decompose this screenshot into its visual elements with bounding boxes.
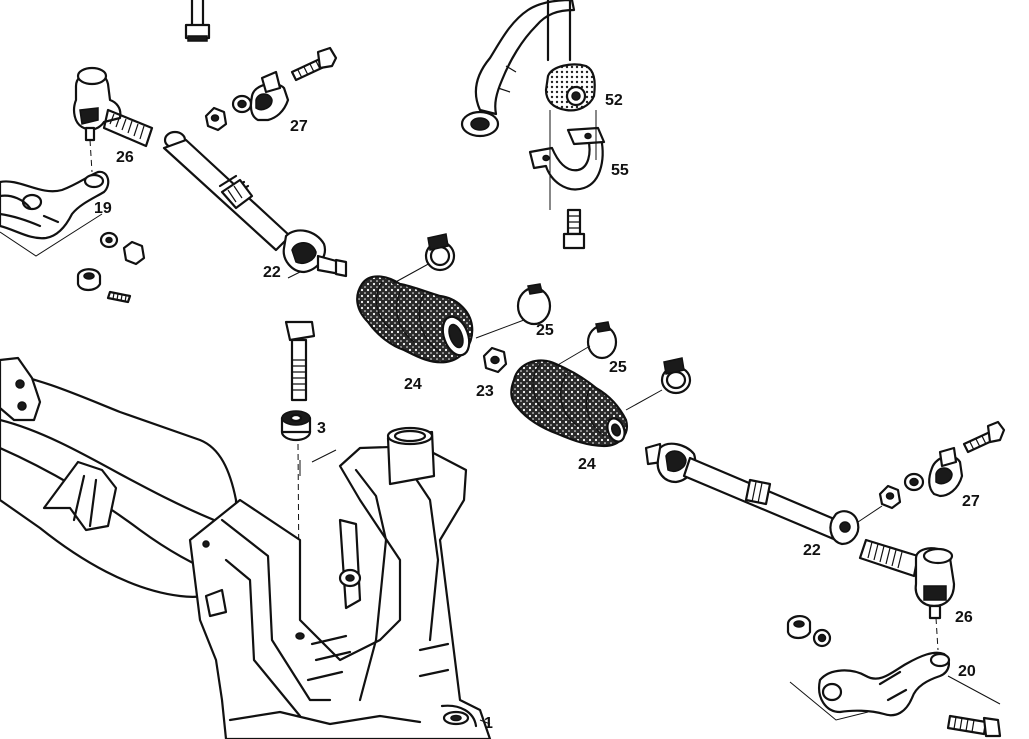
- label-25-right: 25: [609, 359, 627, 376]
- top-bolt: [184, 0, 211, 42]
- boot-clamp-right: [625, 357, 692, 411]
- label-3: 3: [317, 420, 326, 437]
- label-22-left: 22: [263, 264, 281, 281]
- nut-23: [482, 346, 508, 374]
- clamp-assembly-top: [204, 46, 338, 132]
- bracket-bolt: [562, 208, 586, 250]
- nut-washer-set-left: [76, 231, 146, 304]
- stabilizer-bar: [460, 0, 576, 138]
- label-25-left: 25: [536, 322, 554, 339]
- label-22-right: 22: [803, 542, 821, 559]
- label-23: 23: [476, 383, 494, 400]
- bracket-55: [528, 110, 606, 210]
- label-55: 55: [611, 162, 629, 179]
- crossmember-frame: [0, 356, 492, 739]
- label-24-right: 24: [578, 456, 596, 473]
- tie-rod-end-right: [858, 538, 956, 651]
- nut-washer-set-right: [786, 615, 832, 648]
- label-20: 20: [958, 663, 976, 680]
- part-labels: 3 19 20 22 22 23 24 24 25 25 26 26 27 27…: [94, 92, 980, 732]
- retaining-ring-right: [586, 321, 618, 360]
- label-1: 1: [484, 715, 493, 732]
- tie-rod-right: [644, 442, 883, 546]
- tie-rod-end-left: [73, 66, 154, 173]
- steering-arm-left: [0, 170, 110, 257]
- bottom-bolt-right: [946, 714, 1002, 738]
- label-19: 19: [94, 200, 112, 217]
- label-26-right: 26: [955, 609, 973, 626]
- bushing-52: [544, 63, 596, 112]
- label-24-left: 24: [404, 376, 422, 393]
- retaining-ring-left: [475, 283, 552, 339]
- label-27-right: 27: [962, 493, 980, 510]
- clamp-assembly-right: [878, 420, 1006, 510]
- rubber-boot-left: [356, 261, 474, 364]
- label-27-top: 27: [290, 118, 308, 135]
- mount-bolt: [284, 320, 316, 402]
- steering-arm-right: [789, 651, 1001, 721]
- label-26-left: 26: [116, 149, 134, 166]
- boot-clamp-left: [424, 233, 456, 272]
- tie-rod-left: [162, 130, 348, 279]
- rubber-boot-right: [510, 345, 628, 448]
- label-52: 52: [605, 92, 623, 109]
